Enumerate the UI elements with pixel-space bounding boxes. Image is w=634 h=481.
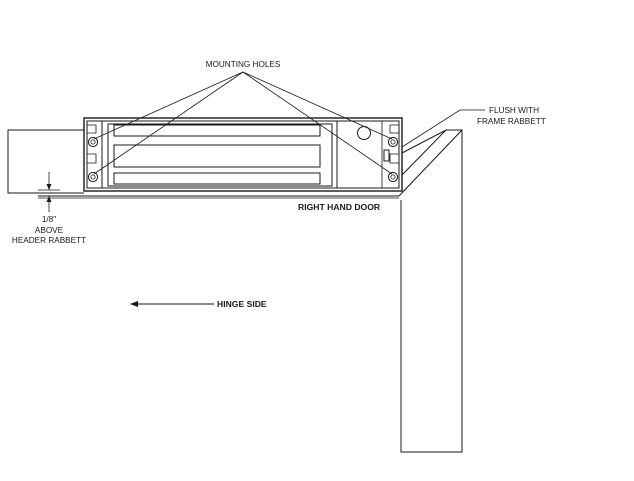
flush-label-line2: FRAME RABBETT <box>477 117 546 126</box>
coil-slot-bottom <box>113 172 321 185</box>
door-handing-label: RIGHT HAND DOOR <box>298 202 381 212</box>
coil-slot-top <box>113 124 321 137</box>
dimension-value: 1/8" <box>42 215 56 224</box>
hinge-side-label: HINGE SIDE <box>217 299 267 309</box>
mounting-holes-leaders <box>93 71 393 175</box>
mounting-hole-bottom-left <box>87 171 99 183</box>
mounting-holes-label: MOUNTING HOLES <box>206 60 281 69</box>
hinge-side-arrow <box>130 301 214 307</box>
mounting-hole-top-left <box>87 136 99 148</box>
mounting-hole-bottom-right <box>387 171 399 183</box>
coil-slot-middle <box>113 144 321 168</box>
flush-leader <box>401 109 485 148</box>
flush-label-line1: FLUSH WITH <box>489 106 539 115</box>
wire-slot <box>383 149 390 162</box>
mounting-hole-top-right <box>387 136 399 148</box>
door-top-edge <box>38 195 399 199</box>
dimension-label-line2: ABOVE <box>35 226 64 235</box>
coil-slots <box>107 123 333 187</box>
dimension-marker <box>38 172 60 212</box>
door-frame-jamb <box>398 129 463 453</box>
door-header-frame <box>7 129 84 194</box>
dimension-label-line3: HEADER RABBETT <box>12 236 86 245</box>
maglock-body <box>83 117 403 192</box>
